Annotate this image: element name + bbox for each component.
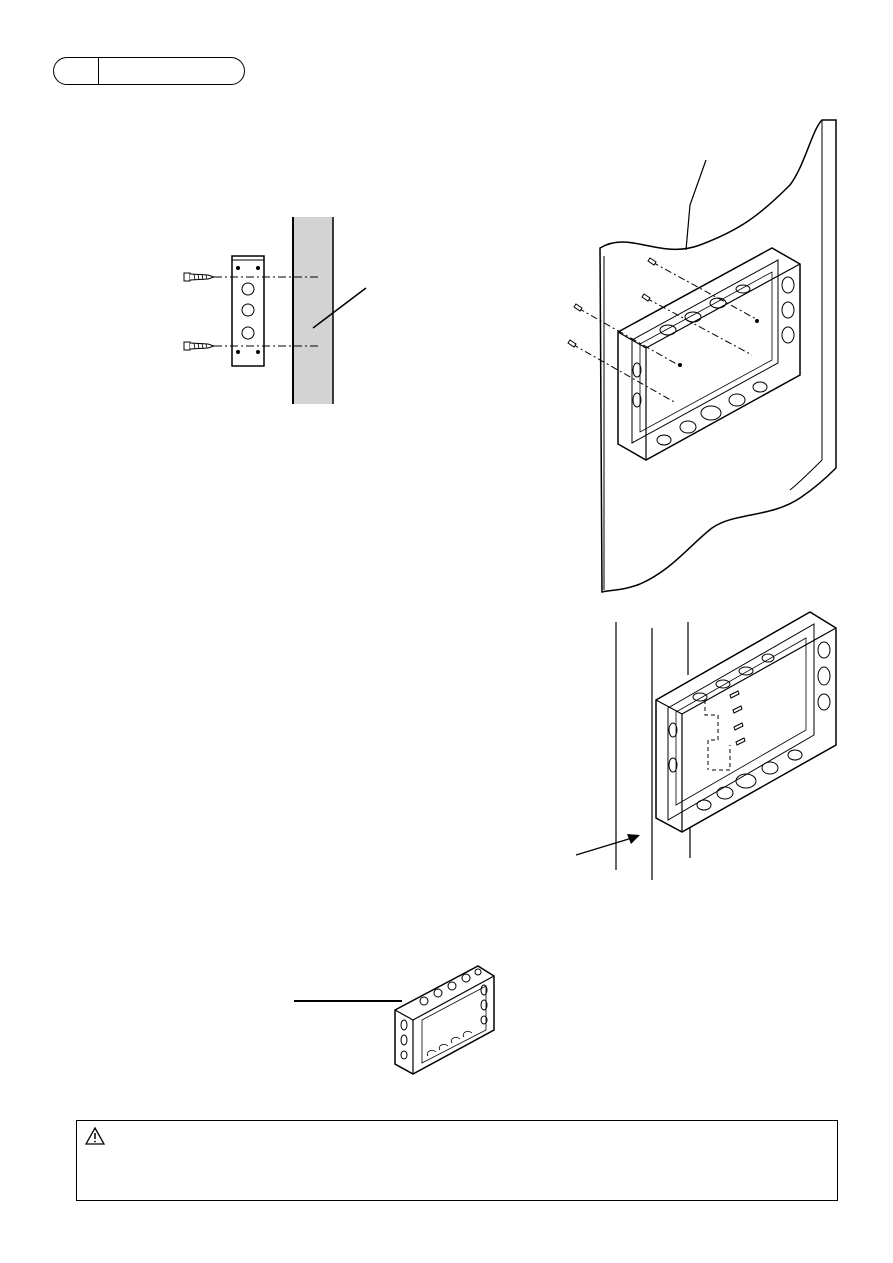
electrical-box-small	[394, 965, 495, 1075]
warning-triangle-icon	[85, 1127, 105, 1145]
small-box-diagram	[294, 965, 495, 1075]
screw-icon	[183, 341, 216, 351]
wall-panel-diagram	[567, 119, 837, 593]
electrical-box-large	[617, 247, 801, 461]
stud-mount-diagram	[183, 217, 367, 404]
stud-frame-diagram	[575, 611, 837, 880]
step-tab-divider	[98, 58, 99, 84]
wall-stud-section	[293, 217, 333, 404]
mounting-bracket	[231, 255, 265, 367]
screw-icon	[729, 690, 746, 746]
screw-icon	[183, 272, 216, 282]
caution-box	[76, 1120, 838, 1201]
screw-icon	[567, 257, 657, 348]
step-tab	[53, 57, 245, 85]
arrow-head-icon	[627, 834, 640, 844]
electrical-box-stud	[655, 611, 837, 833]
